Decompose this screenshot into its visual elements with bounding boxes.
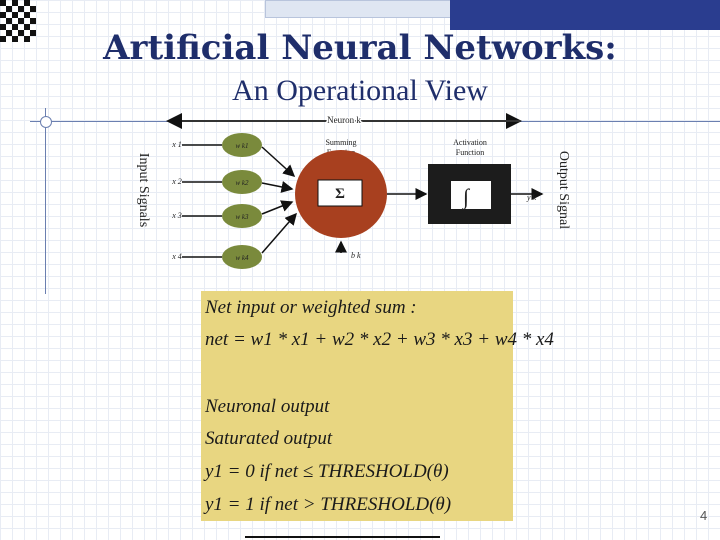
formula-output-zero: y1 = 0 if net ≤ THRESHOLD(θ) <box>205 461 449 482</box>
weight-label-4: w k4 <box>235 254 249 262</box>
activation-inner-box <box>451 181 491 209</box>
divider-node <box>40 116 52 128</box>
activation-function-label-2: Function <box>456 148 484 157</box>
summing-symbol-icon: Σ <box>335 186 345 202</box>
activation-function-label-1: Activation <box>453 138 487 147</box>
activation-symbol-icon: ∫ <box>461 184 471 210</box>
footer-underline <box>245 536 440 538</box>
neuron-label: Neuron k <box>327 115 361 125</box>
arrow-w4 <box>261 212 297 254</box>
weight-label-1: w k1 <box>235 142 248 150</box>
formula-output-one: y1 = 1 if net > THRESHOLD(θ) <box>205 494 452 515</box>
divider-vertical <box>45 108 46 294</box>
arrow-w1 <box>261 146 296 178</box>
output-label: y k <box>526 193 537 202</box>
slide-title: Artificial Neural Networks: <box>103 28 617 68</box>
input-label-x2: x 2 <box>171 177 182 186</box>
arrow-w2 <box>261 181 294 193</box>
header-accent-block <box>450 0 720 30</box>
input-signals-label: Input Signals <box>136 153 151 227</box>
input-label-x4: x 4 <box>171 252 182 261</box>
formula-saturated-output: Saturated output <box>205 428 333 449</box>
weight-node-4 <box>222 245 262 269</box>
weight-node-1 <box>222 133 262 157</box>
summing-function-label-1: Summing <box>325 138 356 147</box>
page-number: 4 <box>700 508 708 523</box>
neuron-diagram: Neuron k Input Signals Output Signal Sum… <box>136 113 571 269</box>
weight-label-2: w k2 <box>235 179 249 187</box>
checker-pattern-icon <box>0 0 36 42</box>
formula-neuronal-output: Neuronal output <box>205 396 330 417</box>
output-signal-label: Output Signal <box>556 151 571 229</box>
weight-node-2 <box>222 170 262 194</box>
formula-box: Net input or weighted sum : net = w1 * x… <box>201 291 554 521</box>
weight-label-3: w k3 <box>235 213 249 221</box>
formula-net-equation: net = w1 * x1 + w2 * x2 + w3 * x3 + w4 *… <box>205 329 554 350</box>
input-label-x3: x 3 <box>171 211 182 220</box>
summing-box <box>317 179 363 207</box>
input-label-x1: x 1 <box>171 140 182 149</box>
bias-label: b k <box>351 251 361 260</box>
formula-net-input-heading: Net input or weighted sum : <box>205 297 417 318</box>
weight-node-3 <box>222 204 262 228</box>
slide-subtitle: An Operational View <box>232 74 488 107</box>
arrow-w3 <box>261 200 294 215</box>
